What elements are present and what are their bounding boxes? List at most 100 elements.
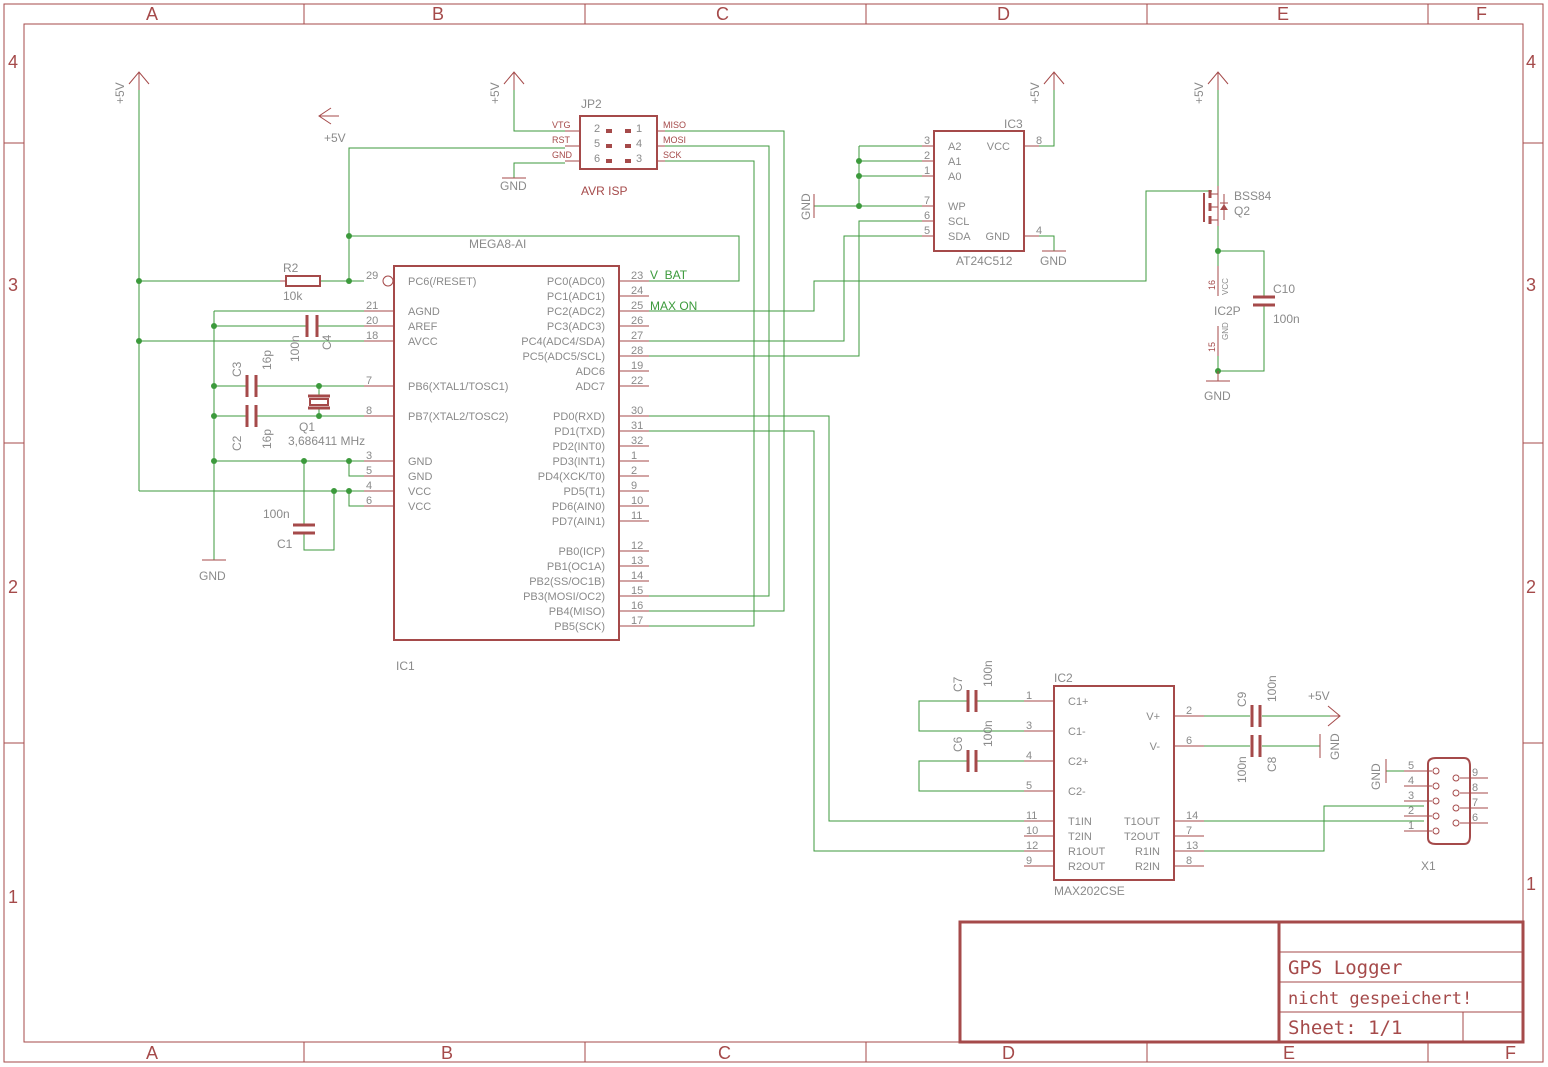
ic1-value: MEGA8-AI <box>469 237 526 251</box>
ic1-pin-num-21: 21 <box>366 300 378 312</box>
jp2-num-4: 4 <box>636 138 642 150</box>
ic1-pin-name-32: PD2(INT0) <box>552 441 605 453</box>
c7-capacitor[interactable]: C7 100n <box>951 660 995 712</box>
ic3-pin-num-1: 1 <box>924 165 930 177</box>
jp2-pad-3 <box>625 159 631 163</box>
ic2-name: IC2 <box>1054 671 1073 685</box>
jp2-num-3: 3 <box>636 153 642 165</box>
ic3-pin-name-4: GND <box>986 231 1011 243</box>
c7-value: 100n <box>981 660 995 687</box>
col-d-top: D <box>997 4 1010 24</box>
ic2-pin-name-12: R1OUT <box>1068 846 1106 858</box>
ic1-pin-num-30: 30 <box>631 405 643 417</box>
ic2-pin-num-12: 12 <box>1026 840 1038 852</box>
ic2-pin-name-9: R2OUT <box>1068 861 1106 873</box>
q2-name: Q2 <box>1234 204 1250 218</box>
c4-capacitor[interactable]: 100n C4 <box>288 315 334 362</box>
ic1-pin-num-15: 15 <box>631 585 643 597</box>
q2-mosfet[interactable]: BSS84 Q2 <box>1203 186 1272 226</box>
ic1-pin-num-1: 1 <box>631 450 637 462</box>
c6-name: C6 <box>951 736 965 752</box>
c1-capacitor[interactable]: 100n C1 <box>263 507 315 551</box>
c9-capacitor[interactable]: C9 100n <box>1235 675 1279 727</box>
c4-value: 100n <box>288 335 302 362</box>
jp2-num-1: 1 <box>636 123 642 135</box>
ic1-pin-name-11: PD7(AIN1) <box>552 516 605 528</box>
ic1-pin-name-25: PC2(ADC2) <box>547 306 605 318</box>
row-2-left: 2 <box>8 577 18 597</box>
ic2-pin-name-4: C2+ <box>1068 756 1089 768</box>
c8-capacitor[interactable]: 100n C8 <box>1235 735 1279 783</box>
c2-name: C2 <box>230 435 244 451</box>
c10-capacitor[interactable]: C10 100n <box>1253 282 1300 326</box>
c6-capacitor[interactable]: C6 100n <box>951 720 995 772</box>
vcc-label-4: +5V <box>1192 82 1206 104</box>
col-d-bottom: D <box>1002 1043 1015 1063</box>
gnd-label-1: GND <box>500 179 527 193</box>
ic2-pin-num-10: 10 <box>1026 825 1038 837</box>
ic1-pin-num-7: 7 <box>366 375 372 387</box>
jp2-label-sck: SCK <box>663 150 682 160</box>
ic1-pin-name-19: ADC6 <box>576 366 605 378</box>
gnd-label-5: GND <box>1204 389 1231 403</box>
ic1-pin-num-27: 27 <box>631 330 643 342</box>
ic1-pin-num-6: 6 <box>366 495 372 507</box>
ic1-pin-num-32: 32 <box>631 435 643 447</box>
x1-pin-7: 7 <box>1472 797 1478 809</box>
row-1-right: 1 <box>1526 874 1536 894</box>
ic1-pin-name-21: AGND <box>408 306 440 318</box>
ic1-pin-num-13: 13 <box>631 555 643 567</box>
x1-pin-1: 1 <box>1408 820 1414 832</box>
ic1-pin-num-22: 22 <box>631 375 643 387</box>
c10-value: 100n <box>1273 312 1300 326</box>
ic1-pin-num-10: 10 <box>631 495 643 507</box>
x1-pin-6: 6 <box>1472 812 1478 824</box>
row-4-left: 4 <box>8 52 18 72</box>
ic2p-name: IC2P <box>1214 304 1241 318</box>
c3-capacitor[interactable]: C3 16p <box>230 350 274 397</box>
ic1-pin-num-3: 3 <box>366 450 372 462</box>
ic3-pin-num-8: 8 <box>1036 135 1042 147</box>
r2-resistor[interactable]: R2 10k <box>280 261 321 303</box>
q1-crystal[interactable]: Q1 3,686411 MHz <box>288 394 365 448</box>
c9-name: C9 <box>1235 691 1249 707</box>
ic2-pin-name-13: R1IN <box>1135 846 1160 858</box>
ic2-pin-num-7: 7 <box>1186 825 1192 837</box>
q2-value: BSS84 <box>1234 189 1272 203</box>
col-c-top: C <box>716 4 729 24</box>
ic1-pin-name-8: PB7(XTAL2/TOSC2) <box>408 411 508 423</box>
ic1-pin-name-3: GND <box>408 456 433 468</box>
jp2-name: JP2 <box>581 97 602 111</box>
ic2-pin-num-1: 1 <box>1026 690 1032 702</box>
c8-value: 100n <box>1235 756 1249 783</box>
gnd-label-2: GND <box>199 569 226 583</box>
ic3-pin-name-2: A1 <box>948 156 961 168</box>
ic3-pin-name-8: VCC <box>987 141 1010 153</box>
ic2-pin-num-9: 9 <box>1026 855 1032 867</box>
net-v-bat: V_BAT <box>650 268 688 282</box>
c6-value: 100n <box>981 720 995 747</box>
c1-name: C1 <box>277 537 293 551</box>
drawing-frame: A B C D E F A B C D E F 4 3 2 1 4 3 2 1 <box>3 3 1544 1063</box>
ic1-pin-name-6: VCC <box>408 501 431 513</box>
ic1-pin-name-20: AREF <box>408 321 438 333</box>
sheet-text: Sheet: 1/1 <box>1288 1017 1402 1039</box>
c2-value: 16p <box>260 429 274 449</box>
ic1-pin-name-24: PC1(ADC1) <box>547 291 605 303</box>
x1-name: X1 <box>1421 859 1436 873</box>
ic1-pin-name-1: PD3(INT1) <box>552 456 605 468</box>
ic3-pin-name-3: A2 <box>948 141 961 153</box>
ic1-pin-name-27: PC4(ADC4/SDA) <box>521 336 605 348</box>
ic1-pin-name-10: PD6(AIN0) <box>552 501 605 513</box>
ic2-pin-num-5: 5 <box>1026 780 1032 792</box>
c2-capacitor[interactable]: C2 16p <box>230 405 274 451</box>
ic2-pin-name-2: V+ <box>1146 711 1160 723</box>
x1-pin-9: 9 <box>1472 767 1478 779</box>
ic2p-power: 16 VCC IC2P 15 GND <box>1207 266 1241 356</box>
